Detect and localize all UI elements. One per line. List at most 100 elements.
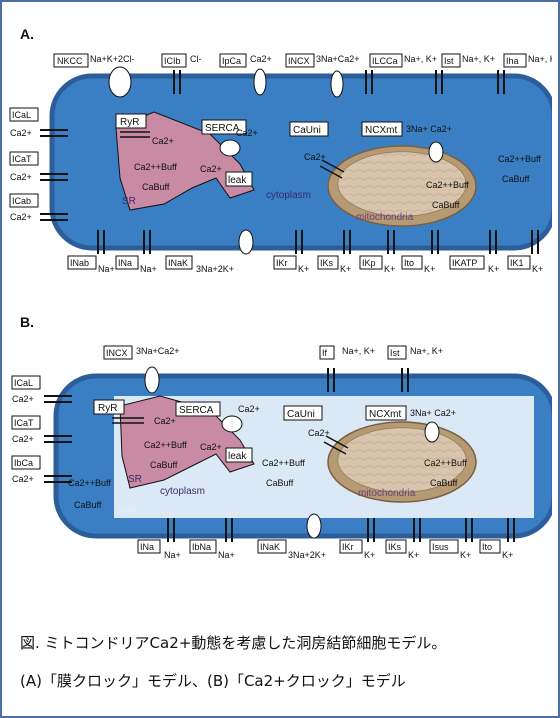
ist-b-label: Ist (390, 348, 400, 358)
ilcca-label: ILCCa (372, 56, 398, 66)
ncx-exchanger (331, 71, 343, 97)
mito-b-buff-top: Ca2++Buff (424, 458, 467, 468)
figure-caption-line-2: (A)「膜クロック」モデル、(B)「Ca2+クロック」モデル (20, 670, 406, 691)
iclb-ions: Cl- (190, 54, 202, 64)
ncxmt-label: NCXmt (365, 125, 397, 136)
sub-label: Sub (118, 504, 136, 515)
inab-label: INab (70, 258, 89, 268)
icat-b-label: ICaT (14, 418, 34, 428)
ipca-pump (254, 69, 266, 95)
ito-b-label: Ito (482, 542, 492, 552)
ncxmt-b-exchanger (425, 422, 439, 442)
cauni-label: CaUni (293, 125, 321, 136)
serca-b-label: SERCA (179, 405, 214, 416)
ical-ion: Ca2+ (10, 128, 32, 138)
cyto-b-buff-bottom: CaBuff (266, 478, 294, 488)
serca-b-ca: Ca2+ (238, 404, 260, 414)
iha-ions: Na+, K+ (528, 54, 552, 64)
nkcc-label: NKCC (57, 56, 83, 66)
cyto-buff-bottom: CaBuff (502, 174, 530, 184)
panel-a-label: A. (20, 26, 34, 42)
leak-b-label: leak (228, 451, 247, 462)
ito-ion: K+ (424, 264, 435, 274)
incx-b-label: INCX (106, 348, 128, 358)
incx-b-ions: 3Na+Ca2+ (136, 346, 180, 356)
isus-ion: K+ (460, 550, 471, 560)
panel-b-diagram: INCX 3Na+Ca2+ If Na+, K+ Ist Na+, K+ ICa… (4, 336, 552, 568)
sr-b-ca: Ca2+ (154, 416, 176, 426)
sr-buff-bottom: CaBuff (142, 182, 170, 192)
ikp-ion: K+ (384, 264, 395, 274)
cytoplasm-label-a: cytoplasm (266, 190, 311, 201)
if-ions: Na+, K+ (342, 346, 375, 356)
ist-b-ions: Na+, K+ (410, 346, 443, 356)
panel-a-diagram: NKCC Na+K+2Cl- ICIb Cl- IpCa Ca2+ INCX 3… (4, 48, 552, 280)
iha-label: Iha (506, 56, 519, 66)
ito-label: Ito (404, 258, 414, 268)
sr-label: SR (122, 196, 136, 207)
sr-ca: Ca2+ (152, 136, 174, 146)
ina-b-label: INa (140, 542, 154, 552)
inak-label: INaK (168, 258, 188, 268)
cauni-b-label: CaUni (287, 409, 315, 420)
ikatp-ion: K+ (488, 264, 499, 274)
ikp-label: IKp (362, 258, 376, 268)
mito-b-buff-bottom: CaBuff (430, 478, 458, 488)
ipca-label: IpCa (222, 56, 241, 66)
icab-label: ICab (12, 196, 31, 206)
serca-pump (220, 140, 240, 156)
icat-b-ion: Ca2+ (12, 434, 34, 444)
serca-b-pump (222, 416, 242, 432)
inak-ion: 3Na+2K+ (196, 264, 234, 274)
sr-ca-2: Ca2+ (200, 164, 222, 174)
ical-b-label: ICaL (14, 378, 33, 388)
sr-b-buff-top: Ca2++Buff (144, 440, 187, 450)
iks-label: IKs (320, 258, 334, 268)
ina-label: INa (118, 258, 132, 268)
ncxmt-ions: 3Na+ Ca2+ (406, 124, 452, 134)
sr-buff-top: Ca2++Buff (134, 162, 177, 172)
iks-ion: K+ (340, 264, 351, 274)
ik1-label: IK1 (510, 258, 524, 268)
if-label: If (322, 348, 328, 358)
incx-label: INCX (288, 56, 310, 66)
cyto-b-buff-top: Ca2++Buff (262, 458, 305, 468)
ik1-ion: K+ (532, 264, 543, 274)
cytoplasm-label-b: cytoplasm (160, 486, 205, 497)
mito-buff-top: Ca2++Buff (426, 180, 469, 190)
sr-b-buff-bottom: CaBuff (150, 460, 178, 470)
ryr-b-label: RyR (98, 403, 117, 414)
left-channels-a: ICaL Ca2+ ICaT Ca2+ ICab Ca2+ (10, 108, 38, 222)
inak-b-label: INaK (260, 542, 280, 552)
nak-b-pump (307, 514, 321, 538)
ikatp-label: IKATP (452, 258, 477, 268)
ilcca-ions: Na+, K+ (404, 54, 437, 64)
iclb-label: ICIb (164, 56, 181, 66)
mitochondria-label-a: mitochondria (356, 212, 414, 223)
icat-label: ICaT (12, 154, 32, 164)
ist-ions: Na+, K+ (462, 54, 495, 64)
leak-label: leak (228, 175, 247, 186)
cyto-buff-top: Ca2++Buff (498, 154, 541, 164)
iks-b-label: IKs (388, 542, 402, 552)
isus-label: Isus (432, 542, 449, 552)
ipca-ions: Ca2+ (250, 54, 272, 64)
ncxmt-exchanger (429, 142, 443, 162)
ito-b-ion: K+ (502, 550, 513, 560)
ical-b-ion: Ca2+ (12, 394, 34, 404)
icat-ion: Ca2+ (10, 172, 32, 182)
ncx-b-exchanger (145, 367, 159, 393)
sr-b-ca-2: Ca2+ (200, 442, 222, 452)
icab-ion: Ca2+ (10, 212, 32, 222)
nak-pump (239, 230, 253, 254)
ist-label: Ist (444, 56, 454, 66)
serca-label: SERCA (205, 123, 240, 134)
ncxmt-b-ions: 3Na+ Ca2+ (410, 408, 456, 418)
serca-ca: Ca2+ (236, 128, 258, 138)
ikr-b-label: IKr (342, 542, 354, 552)
ibna-ion: Na+ (218, 550, 235, 560)
ikr-label: IKr (276, 258, 288, 268)
mitochondria-label-b: mitochondria (358, 488, 416, 499)
ina-b-ion: Na+ (164, 550, 181, 560)
inak-b-ion: 3Na+2K+ (288, 550, 326, 560)
